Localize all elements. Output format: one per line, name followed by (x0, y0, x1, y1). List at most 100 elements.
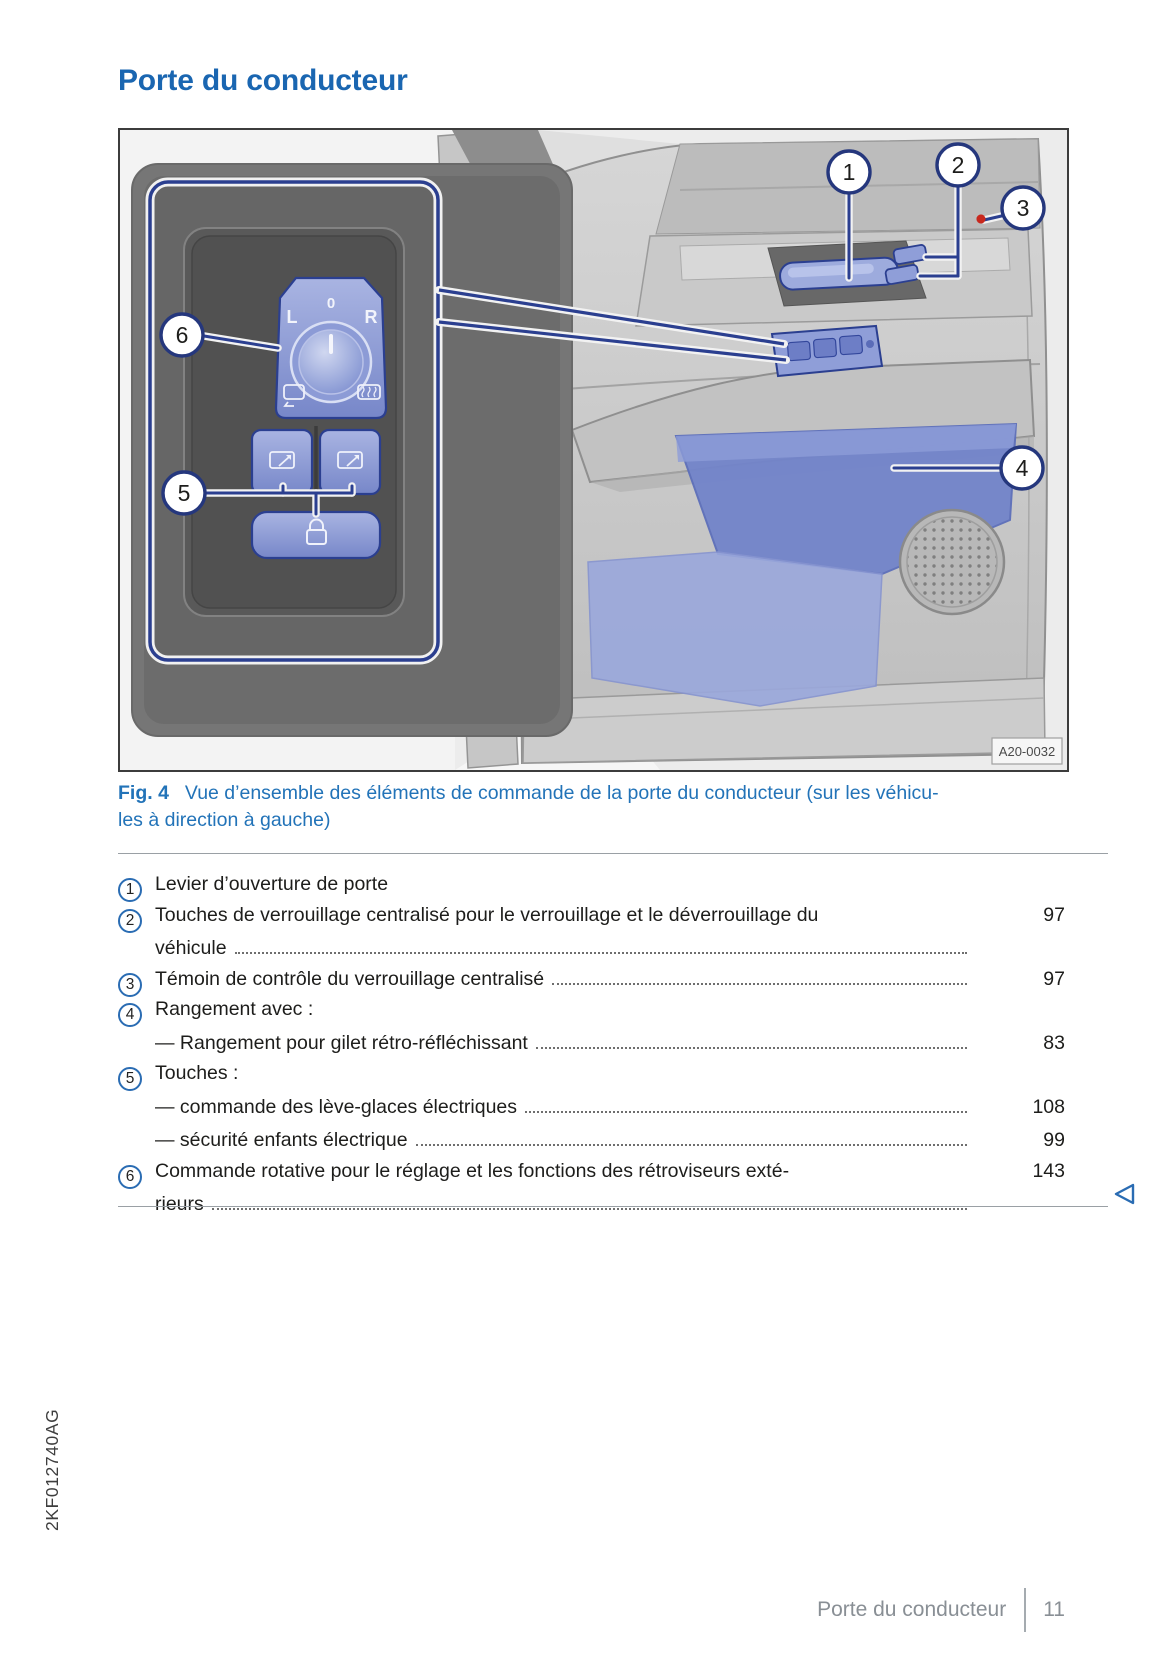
legend-item-marker: 4 (118, 994, 155, 1027)
legend-item-text: Touches : (155, 1062, 239, 1084)
legend-page-number: 97 (1043, 903, 1065, 926)
legend-line: 1 Levier d’ouverture de porte (118, 869, 1065, 902)
legend-item-number: 3 (118, 972, 142, 997)
page-title: Porte du conducteur (118, 64, 408, 97)
legend-line: 2 Touches de verrouillage centralisé pou… (118, 900, 1065, 933)
leader-dots (415, 1144, 967, 1146)
legend-item-body: Rangement avec : (155, 994, 973, 1025)
mirror-adjustment-control: L 0 R (274, 276, 388, 420)
legend-item-text: Levier d’ouverture de porte (155, 873, 389, 895)
legend-item-body: — sécurité enfants électrique (155, 1125, 973, 1156)
legend-item-body: Témoin de contrôle du verrouillage centr… (155, 964, 973, 995)
legend-page-number: 108 (1032, 1095, 1065, 1118)
legend-item-body: Commande rotative pour le réglage et les… (155, 1156, 973, 1187)
legend-item-number: 1 (118, 878, 142, 902)
document-code: 2KF012740AG (42, 1408, 62, 1531)
legend-line: — sécurité enfants électrique 99 (118, 1122, 1065, 1156)
legend-item-text: Touches de verrouillage centralisé pour … (155, 903, 819, 926)
legend-item-body: — Rangement pour gilet rétro-réfléchissa… (155, 1028, 973, 1059)
legend-item-marker: 3 (118, 964, 155, 997)
divider-top (118, 853, 1108, 854)
lock-icon (306, 518, 327, 545)
footer-section-title: Porte du conducteur (817, 1598, 1007, 1621)
power-window-switches (250, 426, 382, 512)
legend-page-number: 143 (1032, 1159, 1065, 1182)
legend-item-text: rieurs (155, 1193, 204, 1215)
figure-caption-text-line2: les à direction à gauche) (118, 809, 331, 831)
legend-item-text: — Rangement pour gilet rétro-réfléchissa… (155, 1031, 528, 1054)
legend-item-body: rieurs (155, 1189, 973, 1220)
footer-page-number: 11 (1043, 1598, 1065, 1621)
divider-bottom (118, 1206, 1108, 1207)
legend-item-body: Levier d’ouverture de porte (155, 869, 973, 900)
legend-line: 5 Touches : (118, 1058, 1065, 1091)
inset-rays (435, 286, 790, 364)
window-switch-icon (337, 451, 363, 469)
heated-mirror-icon (357, 384, 381, 400)
speaker-grille (898, 508, 1006, 616)
callout-lines (200, 182, 1023, 518)
leader-dots (525, 1110, 967, 1113)
legend-item-marker: 5 (118, 1058, 155, 1091)
legend-item-text: Rangement avec : (155, 998, 314, 1020)
mirror-label-center: 0 (327, 295, 335, 312)
legend-item-body: Touches : (155, 1058, 973, 1089)
legend-page-number: 83 (1043, 1031, 1065, 1054)
legend-item-text: Commande rotative pour le réglage et les… (155, 1159, 790, 1182)
legend-line: — Rangement pour gilet rétro-réfléchissa… (118, 1025, 1065, 1059)
continuation-arrow-icon (1112, 1182, 1136, 1206)
leader-dots (535, 1046, 967, 1049)
legend-item-text: — sécurité enfants électrique (155, 1129, 408, 1151)
mirror-icon (283, 384, 305, 407)
mirror-label-right: R (365, 307, 378, 327)
legend-item-body: véhicule (155, 933, 973, 964)
legend-page-number: 97 (1043, 967, 1065, 990)
armrest-switch-cluster (770, 324, 884, 378)
figure-caption-label: Fig. 4 (118, 782, 169, 804)
svg-text:1: 1 (843, 159, 856, 185)
svg-text:3: 3 (1017, 195, 1030, 221)
figure-caption: Fig. 4 Vue d’ensemble des éléments de com… (118, 780, 1078, 834)
figure-caption-text-line1: Vue d’ensemble des éléments de commande … (184, 782, 939, 804)
window-switch-icon (269, 451, 295, 469)
legend-line: 6 Commande rotative pour le réglage et l… (118, 1156, 1065, 1189)
legend-item-text: véhicule (155, 937, 227, 959)
svg-text:A20-0032: A20-0032 (999, 744, 1055, 759)
legend-item-marker: 6 (118, 1156, 155, 1189)
legend-page-number: 99 (1043, 1129, 1065, 1151)
svg-text:5: 5 (178, 480, 191, 506)
page-footer: Porte du conducteur 11 (118, 1588, 1065, 1632)
mirror-label-left: L (287, 307, 298, 327)
legend-list: 1 Levier d’ouverture de porte 2 Touches … (118, 869, 1065, 1220)
legend-line: — commande des lève-glaces électriques 1… (118, 1089, 1065, 1123)
leader-dots (234, 952, 967, 954)
callout-4: 4 (999, 445, 1045, 491)
callout-5: 5 (161, 470, 207, 516)
legend-line: véhicule (118, 930, 1065, 964)
legend-item-number: 2 (118, 908, 142, 933)
lock-indicator-led-dot (976, 214, 986, 224)
callout-1: 1 (826, 149, 872, 195)
svg-text:4: 4 (1016, 455, 1029, 481)
legend-line: rieurs (118, 1186, 1065, 1220)
child-lock-button (250, 510, 382, 560)
callout-3: 3 (1000, 185, 1046, 231)
legend-item-number: 4 (118, 1003, 142, 1027)
legend-line: 4 Rangement avec : (118, 994, 1065, 1027)
legend-item-marker: 2 (118, 900, 155, 933)
image-code-label: A20-0032 (991, 737, 1063, 765)
figure-4-image: L 0 R (118, 128, 1069, 772)
callout-2: 2 (935, 142, 981, 188)
legend-item-text: — commande des lève-glaces électriques (155, 1095, 518, 1118)
legend-item-number: 5 (118, 1067, 142, 1091)
footer-divider (1024, 1588, 1027, 1632)
svg-text:2: 2 (952, 152, 965, 178)
svg-text:6: 6 (176, 322, 189, 348)
legend-item-body: — commande des lève-glaces électriques (155, 1092, 973, 1123)
legend-item-number: 6 (118, 1164, 142, 1189)
legend-line: 3 Témoin de contrôle du verrouillage cen… (118, 964, 1065, 997)
leader-dots (211, 1208, 967, 1210)
legend-item-body: Touches de verrouillage centralisé pour … (155, 900, 973, 931)
legend-item-marker: 1 (118, 869, 155, 902)
